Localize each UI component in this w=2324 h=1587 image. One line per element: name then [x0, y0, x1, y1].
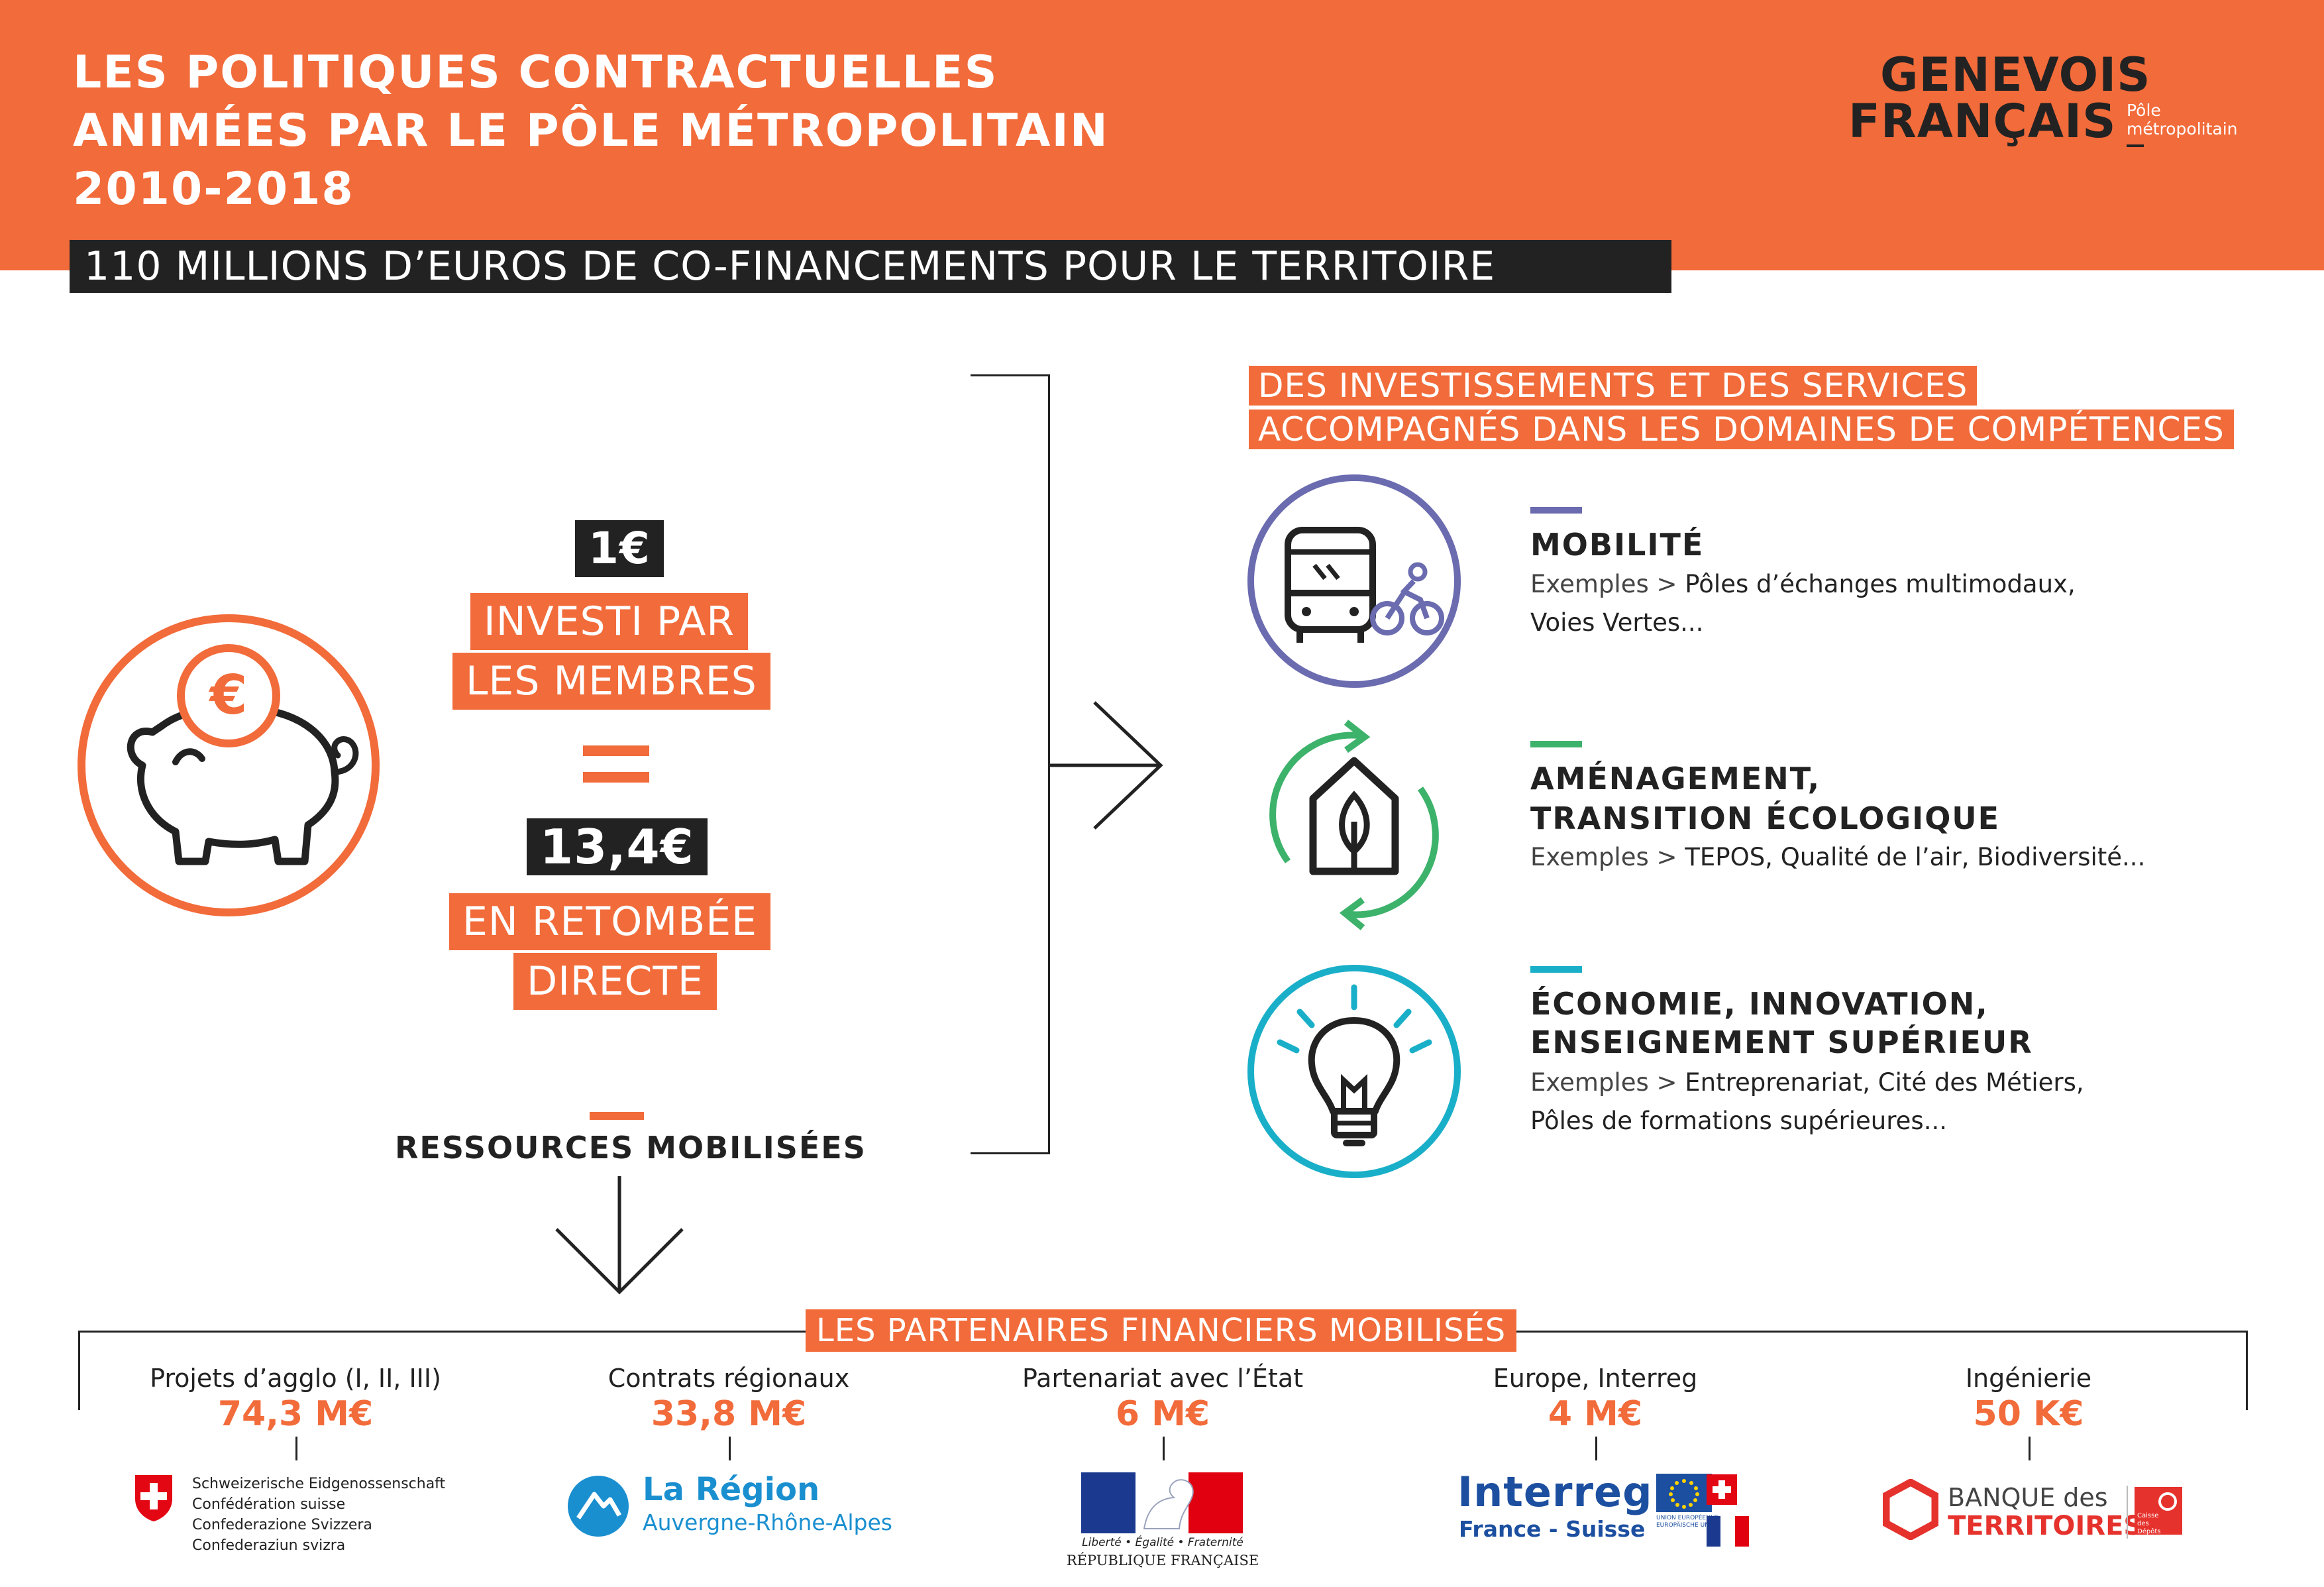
- region-logo-sub: Auvergne-Rhône-Alpes: [643, 1509, 893, 1535]
- swiss-shield-icon: [135, 1475, 172, 1521]
- bus-bike-icon: [1247, 474, 1461, 688]
- republique-name: RÉPUBLIQUE FRANÇAISE: [1066, 1553, 1259, 1568]
- eco-title-1: AMÉNAGEMENT,: [1530, 761, 1821, 796]
- partner-tick-1: [295, 1437, 297, 1460]
- partner-tick-5: [2029, 1437, 2031, 1460]
- interreg-logo-sub: France - Suisse: [1459, 1516, 1646, 1542]
- resources-dash: [590, 1112, 644, 1120]
- right-arrow-icon: [1048, 701, 1163, 830]
- swiss-flag-icon: [1707, 1474, 1737, 1505]
- return-tag-2: DIRECTE: [513, 953, 717, 1010]
- eu-caption-2: EUROPÄISCHE UNION: [1656, 1522, 1720, 1529]
- caisse-depots-text: Caisse des Dépôts: [2137, 1512, 2161, 1535]
- region-logo-icon: [568, 1476, 629, 1537]
- partner-label-1: Projets d’agglo (I, II, III): [150, 1364, 441, 1393]
- republique-motto: Liberté • Égalité • Fraternité: [1082, 1536, 1243, 1549]
- genevois-francais-logo: GENEVOIS FRANÇAIS Pôle métropolitain: [1848, 46, 2279, 166]
- eu-caption-1: UNION EUROPÉENNE: [1656, 1515, 1719, 1521]
- interreg-logo-name: Interreg: [1457, 1468, 1653, 1516]
- headline-banner: 110 MILLIONS D’EUROS DE CO-FINANCEMENTS …: [70, 240, 1671, 293]
- innovation-example-2: Pôles de formations supérieures...: [1530, 1107, 1947, 1135]
- eco-house-icon: [1269, 720, 1439, 930]
- swiss-line-3: Confederazione Svizzera: [192, 1517, 372, 1533]
- partners-heading: LES PARTENAIRES FINANCIERS MOBILISÉS: [806, 1309, 1517, 1352]
- equals-bar-bottom: [583, 772, 649, 783]
- innovation-example-1: Entreprenariat, Cité des Métiers,: [1685, 1068, 2084, 1097]
- domains-heading-2: ACCOMPAGNÉS DANS LES DOMAINES DE COMPÉTE…: [1249, 410, 2234, 449]
- amount-return-tag: 13,4€: [527, 818, 708, 875]
- title-line-1: LES POLITIQUES CONTRACTUELLES: [73, 46, 998, 99]
- banque-hexagon-icon: [1883, 1479, 1938, 1540]
- brand-line-2: FRANÇAIS: [1848, 94, 2117, 148]
- partner-label-2: Contrats régionaux: [607, 1364, 850, 1393]
- banque-logo-line-2: TERRITOIRES: [1948, 1511, 2143, 1541]
- mobility-dash: [1530, 507, 1582, 514]
- eco-prefix: Exemples >: [1530, 843, 1685, 871]
- domains-heading-1: DES INVESTISSEMENTS ET DES SERVICES: [1249, 366, 1978, 406]
- swiss-line-4: Confederaziun svizra: [192, 1537, 346, 1554]
- partner-label-3: Partenariat avec l’État: [1022, 1364, 1304, 1393]
- eco-text-1: Exemples > TEPOS, Qualité de l’air, Biod…: [1530, 843, 2145, 871]
- invested-tag-2: LES MEMBRES: [452, 653, 770, 710]
- equals-bar-top: [583, 745, 649, 756]
- resources-label: RESSOURCES MOBILISÉES: [395, 1130, 867, 1166]
- mobility-example-1: Pôles d’échanges multimodaux,: [1685, 570, 2076, 598]
- invested-tag-1: INVESTI PAR: [470, 593, 749, 650]
- partner-value-3: 6 M€: [1115, 1394, 1210, 1434]
- eco-example-1: TEPOS, Qualité de l’air, Biodiversité...: [1685, 843, 2146, 871]
- piggy-bank-icon: €: [78, 614, 380, 916]
- partner-tick-4: [1595, 1437, 1597, 1460]
- partners-line-right: [2246, 1331, 2248, 1410]
- partner-label-5: Ingénierie: [1965, 1364, 2092, 1393]
- innovation-dash: [1530, 966, 1582, 973]
- lightbulb-icon: [1247, 965, 1461, 1178]
- partner-tick-2: [729, 1437, 731, 1460]
- mobility-example-2: Voies Vertes...: [1530, 608, 1704, 637]
- bracket-bottom: [971, 1152, 1050, 1154]
- partner-value-1: 74,3 M€: [217, 1394, 374, 1434]
- eco-dash: [1530, 741, 1582, 747]
- swiss-line-2: Confédération suisse: [192, 1496, 346, 1513]
- brand-dash: [2127, 144, 2144, 147]
- innovation-title-1: ÉCONOMIE, INNOVATION,: [1530, 986, 1989, 1022]
- marianne-flag-icon: [1081, 1472, 1243, 1533]
- euro-symbol: €: [208, 664, 247, 727]
- partner-value-4: 4 M€: [1548, 1394, 1643, 1434]
- mobility-text-1: Exemples > Pôles d’échanges multimodaux,: [1530, 570, 2076, 598]
- swiss-logo-text: Schweizerische Eidgenossenschaft Confédé…: [192, 1474, 445, 1556]
- innovation-title-2: ENSEIGNEMENT SUPÉRIEUR: [1530, 1024, 2033, 1060]
- swiss-line-1: Schweizerische Eidgenossenschaft: [192, 1476, 446, 1492]
- brand-sub-1: Pôle: [2127, 101, 2161, 120]
- title-line-2: ANIMÉES PAR LE PÔLE MÉTROPOLITAIN: [73, 105, 1109, 157]
- header-band: LES POLITIQUES CONTRACTUELLES ANIMÉES PA…: [0, 0, 2324, 270]
- return-tag-1: EN RETOMBÉE: [449, 893, 771, 950]
- banque-divider: [2127, 1486, 2128, 1539]
- title-line-3: 2010-2018: [73, 163, 354, 215]
- french-flag-icon: [1707, 1516, 1749, 1547]
- caisse-depots-icon: [2135, 1487, 2182, 1535]
- bracket-top: [971, 374, 1050, 376]
- down-arrow-icon: [555, 1176, 684, 1295]
- banque-logo-line-1: BANQUE des: [1948, 1483, 2108, 1512]
- brand-line-1: GENEVOIS: [1880, 48, 2151, 102]
- innovation-prefix: Exemples >: [1530, 1068, 1685, 1097]
- partner-tick-3: [1163, 1437, 1165, 1460]
- partner-label-4: Europe, Interreg: [1493, 1364, 1698, 1393]
- mobility-prefix: Exemples >: [1530, 570, 1685, 598]
- partner-value-2: 33,8 M€: [651, 1394, 807, 1434]
- region-logo-name: La Région: [643, 1471, 820, 1508]
- brand-sub-2: métropolitain: [2127, 119, 2238, 138]
- partners-line-left: [78, 1331, 80, 1410]
- innovation-text-1: Exemples > Entreprenariat, Cité des Méti…: [1530, 1068, 2084, 1097]
- eu-flag-icon: [1656, 1474, 1712, 1512]
- amount-one-tag: 1€: [575, 520, 664, 577]
- mobility-title: MOBILITÉ: [1530, 527, 1705, 563]
- eu-flag-caption: UNION EUROPÉENNE EUROPÄISCHE UNION: [1656, 1515, 1720, 1529]
- eco-title-2: TRANSITION ÉCOLOGIQUE: [1530, 800, 2001, 836]
- partner-value-5: 50 K€: [1973, 1394, 2084, 1434]
